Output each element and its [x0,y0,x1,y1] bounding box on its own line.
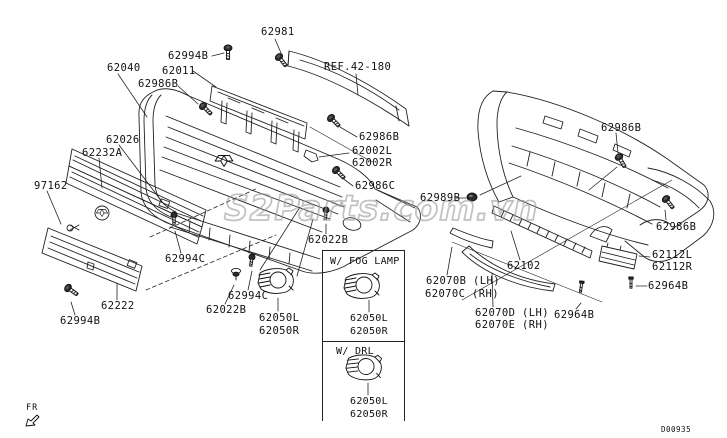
box-divider [323,341,404,342]
part-label: 62050R [259,325,300,337]
part-label: 62026 [106,134,140,146]
bolt-icon [330,164,348,182]
front-bumper-drawing [138,88,421,274]
part-label: 62070C (RH) [425,288,499,300]
bumper-molding-drawing [449,227,556,292]
bolt-icon [660,193,677,212]
fr-arrow-icon [25,414,40,427]
part-label: 62050L [350,313,388,324]
side-garnish-drawing [598,242,638,270]
fr-label: FR [26,403,39,413]
part-label: 62989B [420,192,461,204]
pin-icon [628,276,634,289]
bolt-icon [273,51,290,70]
part-label: 62232A [82,147,123,159]
part-label: 62002R [352,157,393,169]
fog-lamp-variant-box: W/ FOG LAMP 62050L 62050R W/ DRL 62050L … [322,250,405,421]
bolt-icon [223,44,233,61]
part-label: 62986B [359,131,400,143]
part-label: 62040 [107,62,141,74]
part-label: 62022B [308,234,349,246]
part-label: 62022B [206,304,247,316]
part-label: 62070B (LH) [426,275,500,287]
bolt-icon [197,100,215,118]
bolt-icon [613,151,629,170]
part-label: 62070D (LH) [475,307,549,319]
part-label: 62102 [507,260,541,272]
nut-icon [231,267,241,281]
lower-grille-drawing [41,149,319,292]
part-label: 62050R [350,409,388,420]
part-label: 62002L [352,145,393,157]
part-label: 62964B [554,309,595,321]
part-label: REF.42-180 [324,61,392,73]
reinforcement-bar-drawing [287,50,410,127]
rear-bumper-drawing [477,90,715,262]
upper-grille-drawing [65,148,207,245]
bolt-icon [62,282,81,299]
part-label: 62986B [138,78,179,90]
bolt-icon [325,112,343,130]
watermark: S2Parts.com.vn [223,188,539,230]
pin-icon [577,280,585,293]
lower-trim-strip-drawing [491,205,593,259]
part-label: 62986B [656,221,697,233]
screw-icon [247,253,256,267]
part-label: 62112L [652,249,693,261]
part-label: 62994B [60,315,101,327]
part-label: 62222 [101,300,135,312]
part-label: 62964B [648,280,689,292]
drl-box-title: W/ DRL [336,346,374,357]
part-label: 62050L [350,396,388,407]
part-label: 62986B [601,122,642,134]
part-label: 62011 [162,65,196,77]
part-label: 62981 [261,26,295,38]
part-label: 97162 [34,180,68,192]
part-label: 62070E (RH) [475,319,549,331]
part-label: 62994C [165,253,206,265]
absorber-bar-drawing [209,85,308,153]
part-label: 62994C [228,290,269,302]
part-label: 62050R [350,326,388,337]
screw-icon [170,211,178,225]
part-label: 62112R [652,261,693,273]
diagram-code: D00935 [661,425,692,434]
part-label: 62050L [259,312,300,324]
part-label: 62994B [168,50,209,62]
fog-lamp-box-title: W/ FOG LAMP [330,256,400,267]
part-label: 62986C [355,180,396,192]
